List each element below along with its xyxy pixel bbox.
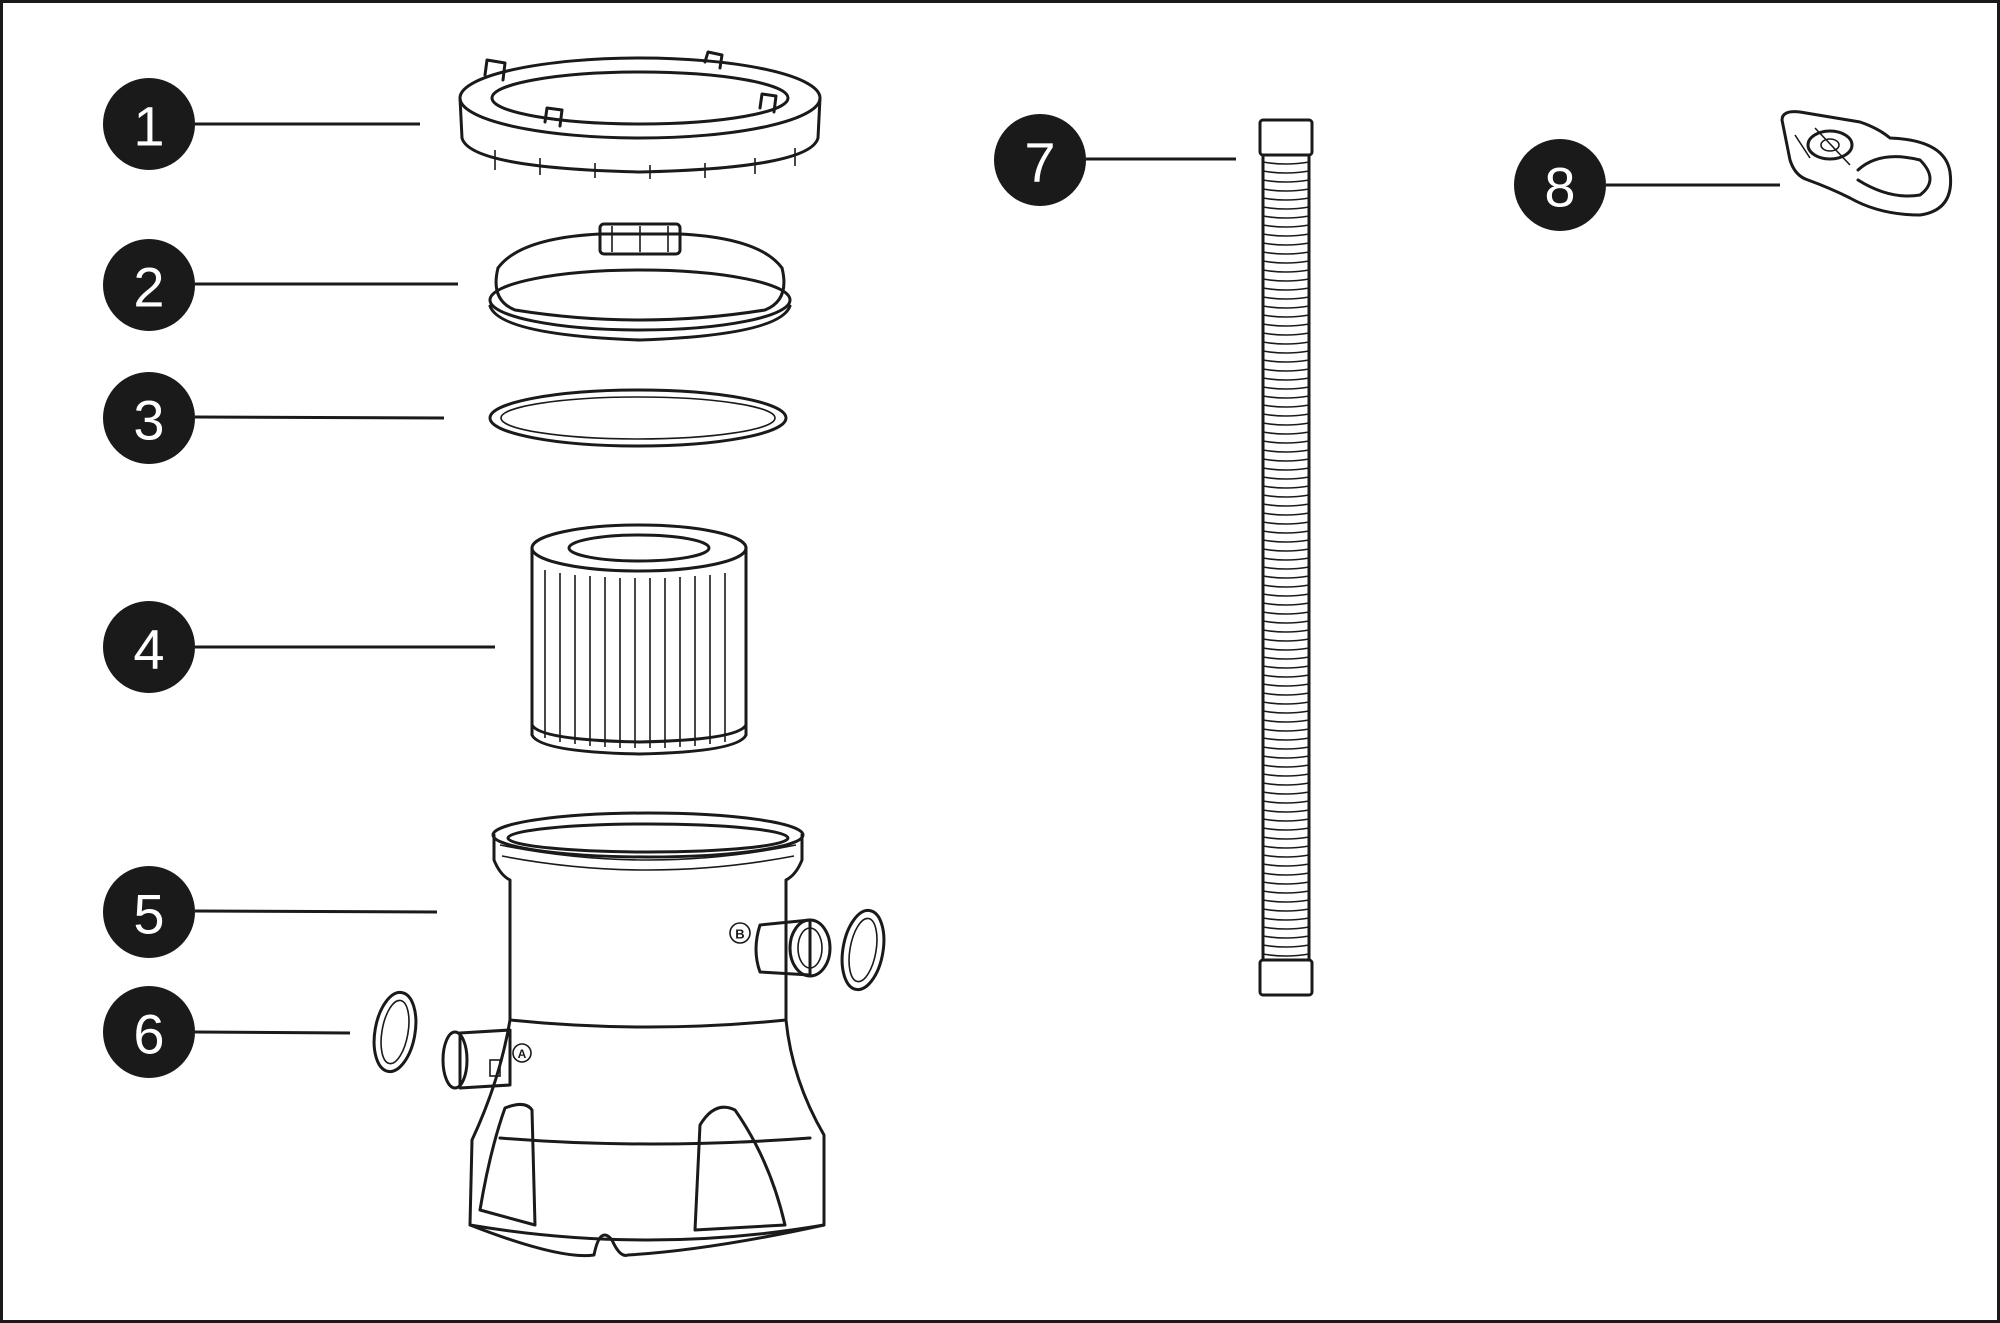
callout-badge [103,239,195,331]
callout-badge [103,601,195,693]
leader-line [194,909,438,914]
callout-1: 1 [103,78,420,170]
lock-ring-icon [458,50,822,179]
port-o-ring-icon [372,990,418,1074]
callout-number: 5 [133,883,164,946]
callout-number: 7 [1024,131,1055,194]
port-a-marker [512,1043,532,1063]
callout-number: 6 [133,1003,164,1066]
callout-number: 1 [133,95,164,158]
hose-clamp-icon [1780,110,1953,217]
leader-line [194,415,445,420]
filter-cover-icon [488,222,792,342]
callout-badge [103,372,195,464]
callout-7: 7 [994,114,1236,206]
filter-cartridge-icon [530,523,748,756]
callout-8: 8 [1514,139,1780,231]
filter-housing-icon: B A [441,811,832,1258]
callout-badge [103,986,195,1078]
callout-number: 4 [133,618,164,681]
callout-badge [1514,139,1606,231]
callout-4: 4 [103,601,495,693]
port-b-marker [729,922,751,944]
port-a-label: A [518,1047,527,1061]
port-o-ring-right-icon [840,908,886,992]
callout-badge [103,78,195,170]
callout-3: 3 [103,372,445,464]
callout-number: 2 [133,256,164,319]
callout-badge [994,114,1086,206]
o-ring-icon [488,388,788,448]
callout-5: 5 [103,866,438,958]
callout-number: 8 [1544,156,1575,219]
leader-line [194,1030,351,1035]
hose-icon [1258,118,1314,997]
callout-number: 3 [133,389,164,452]
port-b-label: B [735,927,744,942]
callout-badge [103,866,195,958]
callout-6: 6 [103,986,351,1078]
callout-2: 2 [103,239,458,331]
